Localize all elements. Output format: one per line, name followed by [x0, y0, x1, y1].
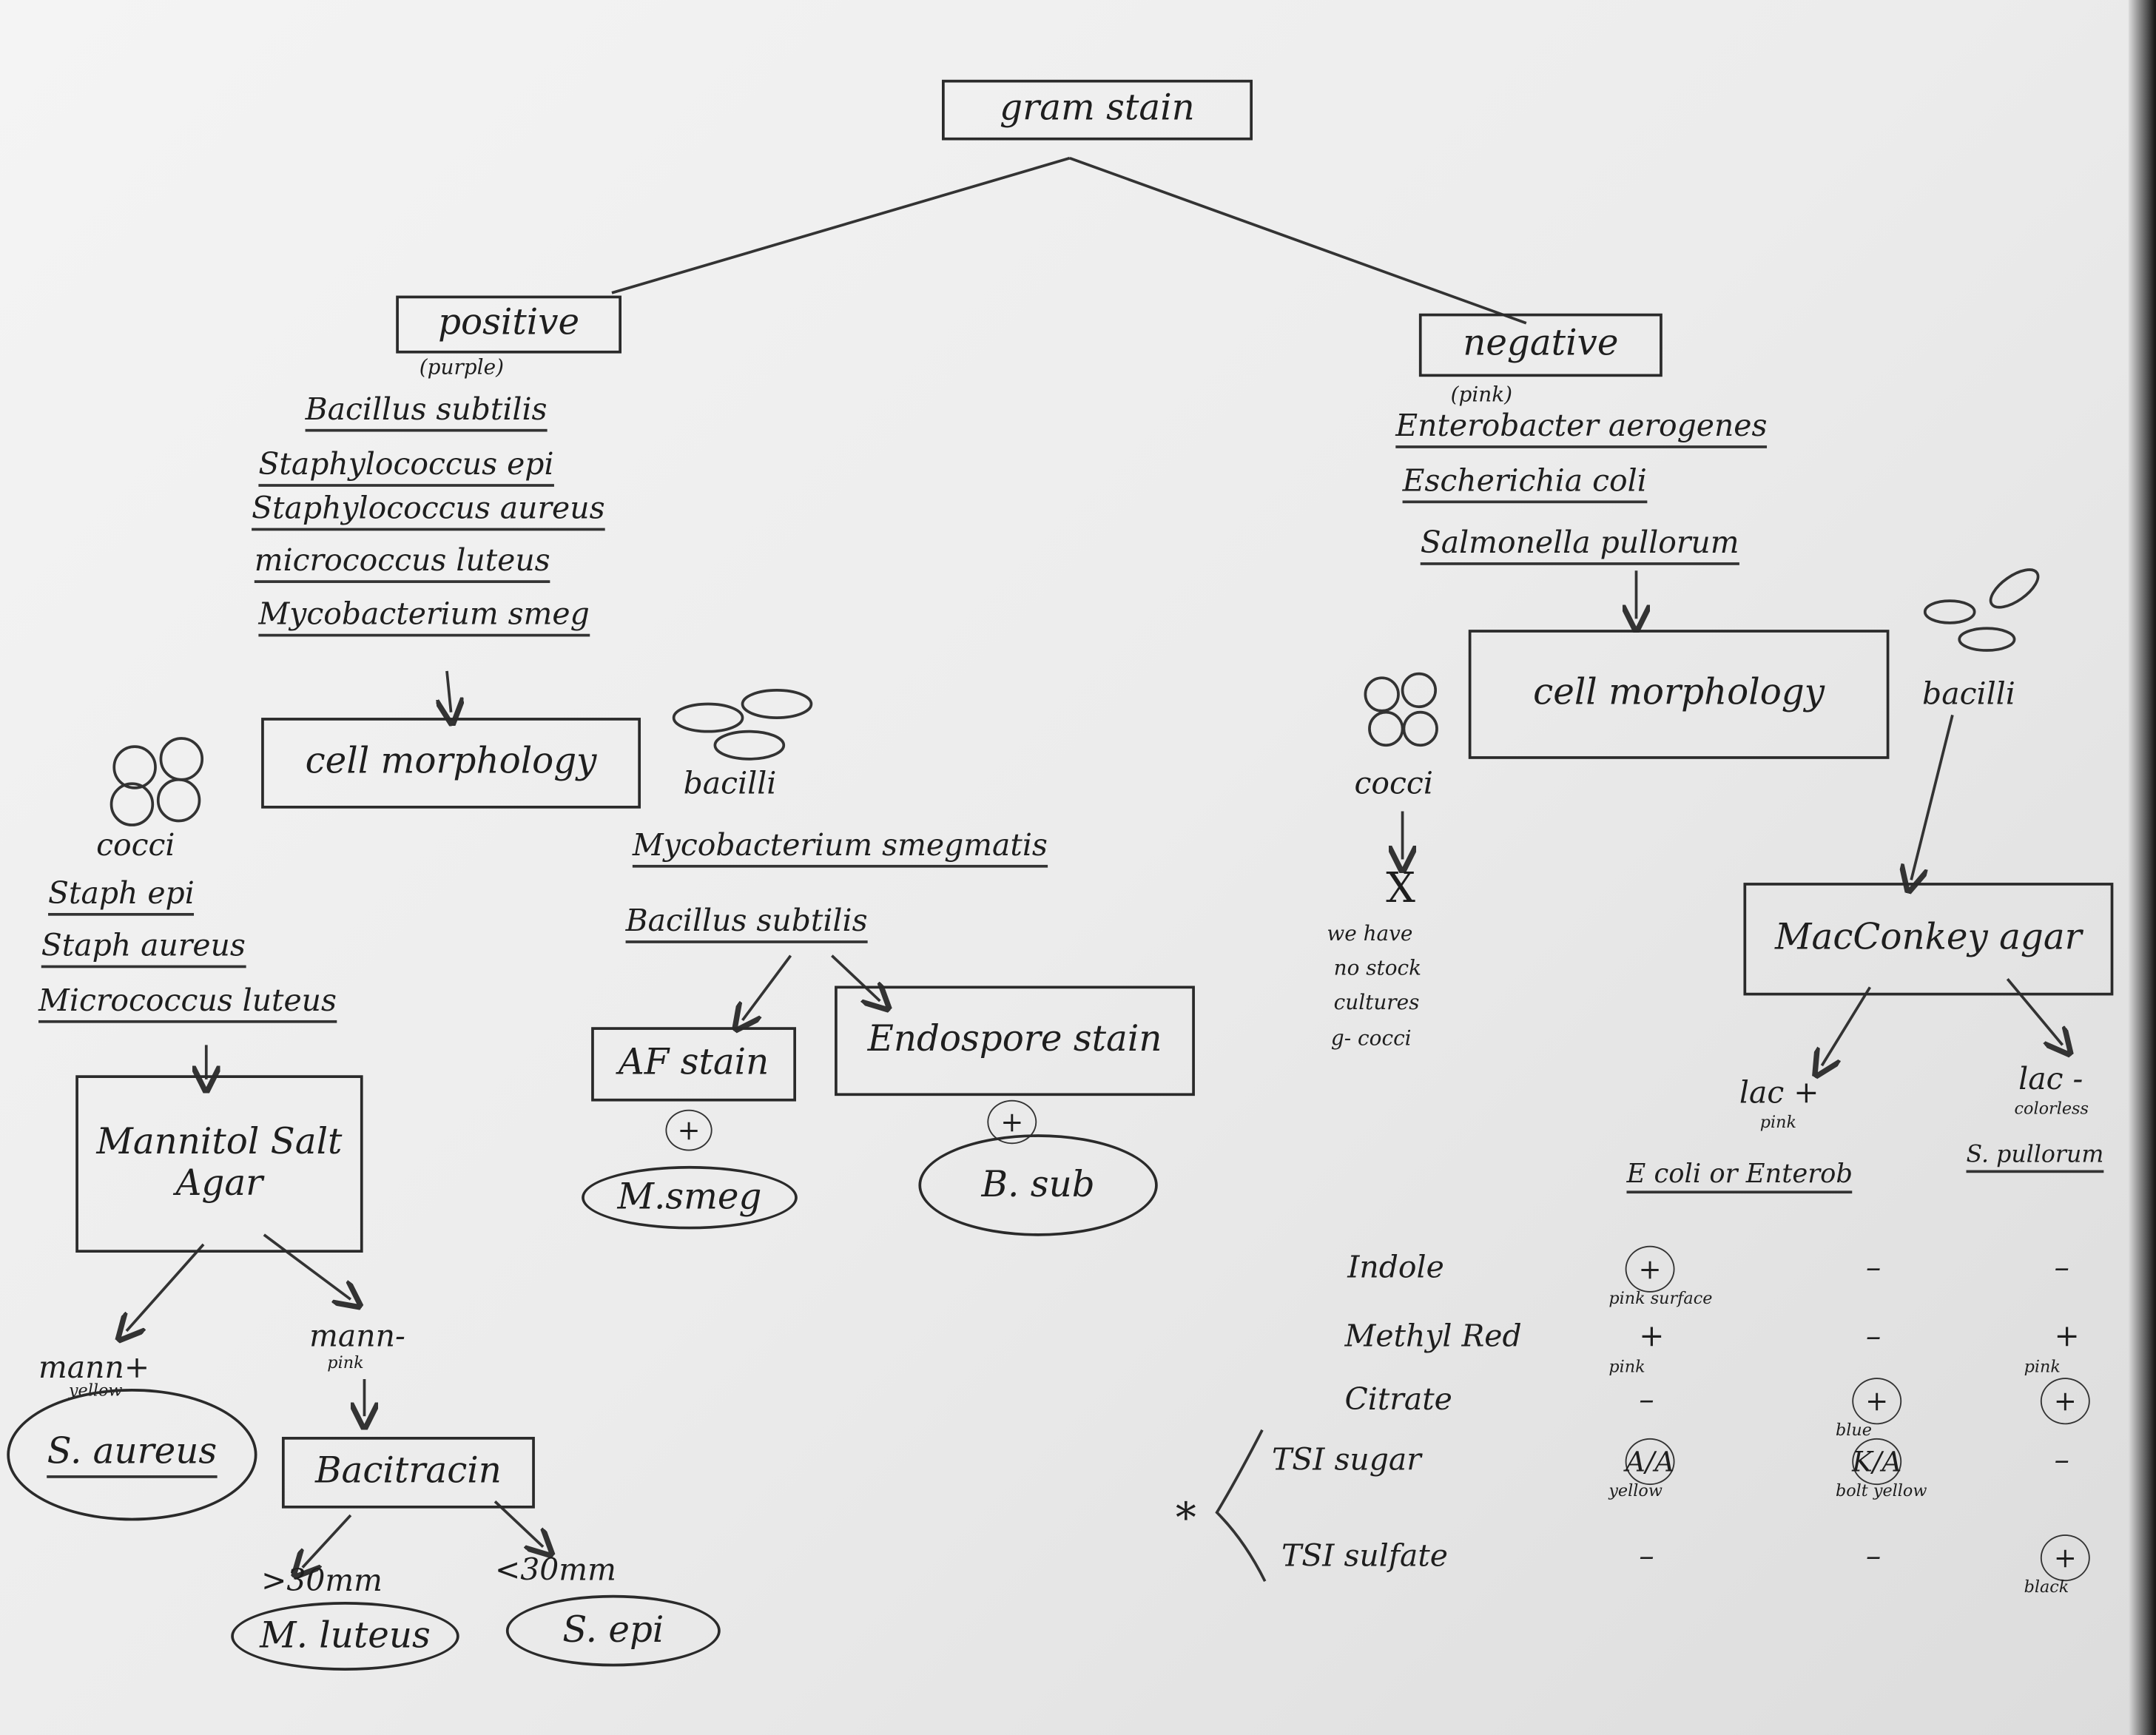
table-cell-value: –	[1865, 1251, 1882, 1286]
gram-stain-box: gram stain	[942, 79, 1253, 141]
b-sub-result: B. sub	[918, 1134, 1158, 1236]
mann-neg-color: pink	[327, 1352, 364, 1372]
table-cell-value: –	[1639, 1383, 1654, 1418]
star-mark: *	[1175, 1495, 1196, 1543]
gt-30mm-label: >30mm	[261, 1564, 383, 1600]
col2-header: S. pullorum	[1966, 1143, 2104, 1173]
positive-box: positive	[396, 295, 621, 354]
table-cell-note: blue	[1835, 1420, 1872, 1440]
table-cell-value: –	[1639, 1540, 1654, 1574]
positive-organism: Staphylococcus epi	[258, 451, 554, 487]
table-cell-value: +	[1639, 1320, 1665, 1355]
table-cell-value: –	[1865, 1540, 1882, 1574]
table-cell-value: –	[1865, 1320, 1882, 1355]
cocci-organism: Staph epi	[48, 879, 195, 916]
s-aureus-result: S. aureus	[7, 1388, 257, 1521]
bacitracin-box: Bacitracin	[281, 1437, 535, 1509]
table-cell-value: +	[2040, 1534, 2090, 1582]
cocci-note: cultures	[1333, 990, 1420, 1015]
bacilli-organism: Mycobacterium smegmatis	[632, 831, 1048, 868]
mannitol-label: Mannitol Salt Agar	[96, 1121, 343, 1205]
table-row-label: Citrate	[1344, 1383, 1452, 1418]
negative-cell-morphology-box: cell morphology	[1468, 630, 1890, 759]
morphology-label: cell morphology	[1533, 672, 1825, 714]
b-sub-label: B. sub	[981, 1165, 1095, 1206]
s-epi-label: S. epi	[562, 1610, 664, 1651]
cocci-organism: Staph aureus	[41, 931, 246, 968]
table-row-label: TSI sugar	[1272, 1443, 1421, 1478]
m-luteus-label: M. luteus	[260, 1615, 431, 1657]
positive-color-note: (purple)	[419, 354, 504, 380]
positive-organism: Mycobacterium smeg	[258, 600, 590, 637]
macconkey-label: MacConkey agar	[1775, 917, 2082, 959]
bacilli-organism: Bacillus subtilis	[625, 907, 868, 943]
no-cultures-x: X	[1386, 864, 1415, 913]
endospore-label: Endospore stain	[867, 1019, 1162, 1060]
negative-organism: Salmonella pullorum	[1420, 529, 1739, 565]
positive-organism: micrococcus luteus	[254, 547, 550, 583]
cocci-note: we have	[1327, 921, 1413, 946]
lt-30mm-label: <30mm	[495, 1553, 616, 1589]
table-cell-value: +	[2054, 1320, 2080, 1355]
negative-organism: Escherichia coli	[1402, 467, 1647, 504]
mannitol-salt-agar-box: Mannitol Salt Agar	[75, 1075, 363, 1253]
table-cell-value: +	[1852, 1378, 1902, 1425]
positive-bacilli-label: bacilli	[683, 767, 777, 802]
lac-neg-color: colorless	[2014, 1098, 2089, 1118]
endospore-stain-box: Endospore stain	[835, 986, 1195, 1096]
positive-label: positive	[438, 302, 580, 344]
table-row-label: Methyl Red	[1344, 1320, 1522, 1355]
cocci-note: g- cocci	[1330, 1025, 1412, 1051]
negative-organism: Enterobacter aerogenes	[1395, 412, 1768, 448]
col1-header: E coli or Enterob	[1626, 1161, 1853, 1194]
mann-pos-label: mann+	[38, 1351, 150, 1387]
table-cell-note: pink	[2024, 1357, 2061, 1377]
cocci-organism: Micrococcus luteus	[38, 986, 337, 1023]
table-cell-note: black	[2024, 1577, 2069, 1597]
table-cell-value: +	[2040, 1378, 2090, 1425]
gram-stain-label: gram stain	[1000, 88, 1195, 129]
m-smeg-label: M.smeg	[617, 1176, 762, 1219]
lac-pos-label: lac +	[1739, 1077, 1819, 1111]
table-cell-value: –	[2054, 1251, 2069, 1286]
table-cell-note: pink surface	[1608, 1288, 1713, 1308]
table-row-label: TSI sulfate	[1281, 1540, 1448, 1574]
s-epi-result: S. epi	[505, 1594, 721, 1667]
positive-cell-morphology-box: cell morphology	[261, 718, 641, 809]
negative-label: negative	[1463, 323, 1619, 365]
mann-neg-label: mann-	[309, 1320, 405, 1355]
table-cell-note: pink	[1608, 1357, 1645, 1377]
af-stain-label: AF stain	[618, 1042, 769, 1084]
macconkey-agar-box: MacConkey agar	[1743, 883, 2114, 996]
negative-color-note: (pink)	[1450, 382, 1512, 408]
lac-pos-color: pink	[1759, 1112, 1797, 1132]
table-cell-value: K/A	[1852, 1438, 1901, 1486]
lac-neg-label: lac -	[2018, 1062, 2083, 1098]
cocci-note: no stock	[1333, 955, 1422, 981]
table-cell-note: yellow	[1608, 1480, 1663, 1500]
bacitracin-label: Bacitracin	[315, 1450, 502, 1492]
negative-box: negative	[1418, 313, 1663, 377]
table-cell-value: A/A	[1625, 1438, 1675, 1486]
positive-organism: Bacillus subtilis	[305, 395, 548, 432]
negative-bacilli-label: bacilli	[1922, 678, 2015, 712]
positive-cocci-label: cocci	[96, 829, 175, 864]
table-row-label: Indole	[1347, 1251, 1444, 1286]
m-smeg-result: M.smeg	[582, 1165, 798, 1230]
af-positive-sign: +	[665, 1109, 713, 1151]
morphology-label: cell morphology	[305, 741, 597, 783]
table-cell-value: –	[2054, 1443, 2069, 1478]
negative-cocci-label: cocci	[1354, 767, 1433, 802]
paper-edge	[2128, 0, 2156, 1735]
s-aureus-label: S. aureus	[47, 1432, 218, 1478]
af-stain-box: AF stain	[591, 1027, 797, 1102]
table-cell-note: bolt yellow	[1835, 1480, 1927, 1500]
table-cell-value: +	[1625, 1245, 1675, 1293]
positive-organism: Staphylococcus aureus	[252, 494, 605, 531]
m-luteus-result: M. luteus	[231, 1602, 459, 1671]
